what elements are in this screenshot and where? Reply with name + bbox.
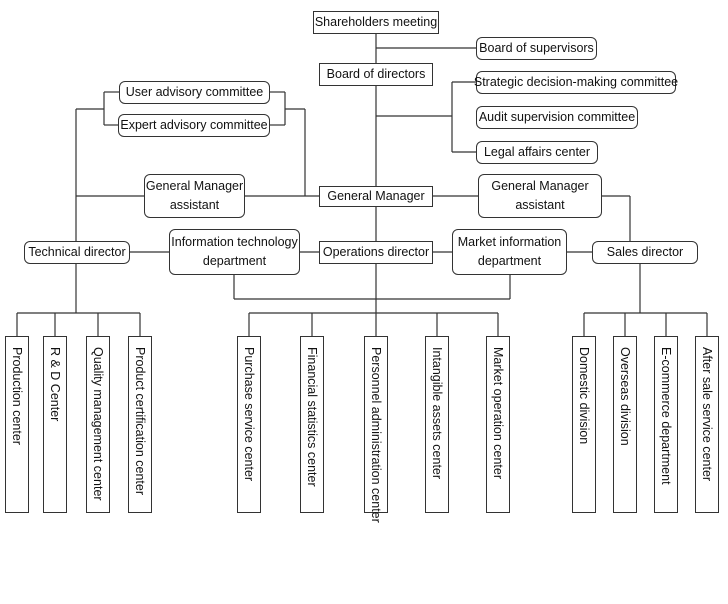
node-user-advisory: User advisory committee [119, 81, 270, 104]
center-market-operation: Market operation center [486, 336, 510, 513]
node-label: Audit supervision committee [478, 110, 636, 124]
node-label: Technical director [28, 245, 126, 259]
center-label: Market operation center [491, 347, 505, 480]
center-label: R & D Center [48, 347, 62, 422]
center-label: Personnel administration center [369, 347, 383, 523]
node-general-manager: General Manager [319, 186, 433, 207]
center-label: Quality management center [91, 347, 105, 501]
node-label: Board of supervisors [479, 41, 594, 55]
node-audit: Audit supervision committee [476, 106, 638, 129]
center-ecommerce-department: E-commerce department [654, 336, 678, 513]
center-label: Financial statistics center [305, 347, 319, 487]
center-label: E-commerce department [659, 347, 673, 485]
node-label: Sales director [606, 245, 684, 259]
center-after-sale-service: After sale service center [695, 336, 719, 513]
node-label: assistant [515, 198, 565, 212]
node-label: assistant [169, 198, 220, 212]
center-personnel-administration: Personnel administration center [364, 336, 388, 523]
node-label: General Manager [327, 189, 425, 203]
node-technical-director: Technical director [24, 241, 130, 264]
node-label: department [202, 254, 267, 268]
node-operations-director: Operations director [319, 241, 433, 264]
node-expert-advisory: Expert advisory committee [118, 114, 270, 137]
node-label: Expert advisory committee [120, 118, 268, 132]
center-rnd: R & D Center [43, 336, 67, 513]
node-it-department: Information technology department [169, 229, 300, 275]
node-label: department [477, 254, 542, 268]
node-label: General Manager [491, 179, 589, 193]
node-supervisors: Board of supervisors [476, 37, 597, 60]
center-overseas-division: Overseas division [613, 336, 637, 513]
node-shareholders: Shareholders meeting [313, 11, 439, 34]
center-quality-management: Quality management center [86, 336, 110, 513]
center-financial-statistics: Financial statistics center [300, 336, 324, 513]
node-sales-director: Sales director [592, 241, 698, 264]
center-label: Production center [10, 347, 24, 445]
node-gm-assistant-right: General Manager assistant [478, 174, 602, 218]
node-market-info-department: Market information department [452, 229, 567, 275]
node-label: Market information [457, 235, 562, 249]
center-label: Domestic division [577, 347, 591, 445]
node-legal: Legal affairs center [476, 141, 598, 164]
center-label: Intangible assets center [430, 347, 444, 480]
center-label: Purchase service center [242, 347, 256, 482]
node-board: Board of directors [319, 63, 433, 86]
node-label: General Manager [145, 179, 244, 193]
node-label: Information technology [171, 235, 298, 249]
center-label: Overseas division [618, 347, 632, 446]
node-label: Board of directors [326, 67, 426, 81]
center-product-certification: Product certification center [128, 336, 152, 513]
center-purchase-service: Purchase service center [237, 336, 261, 513]
node-label: User advisory committee [125, 85, 264, 99]
node-label: Strategic decision-making committee [473, 75, 679, 89]
node-label: Shareholders meeting [314, 15, 438, 29]
node-gm-assistant-left: General Manager assistant [144, 174, 245, 218]
node-label: Legal affairs center [483, 145, 591, 159]
center-production: Production center [5, 336, 29, 513]
node-label: Operations director [322, 245, 430, 259]
center-domestic-division: Domestic division [572, 336, 596, 513]
center-label: After sale service center [700, 347, 714, 482]
node-strategic: Strategic decision-making committee [473, 71, 679, 94]
center-intangible-assets: Intangible assets center [425, 336, 449, 513]
center-label: Product certification center [133, 347, 147, 495]
